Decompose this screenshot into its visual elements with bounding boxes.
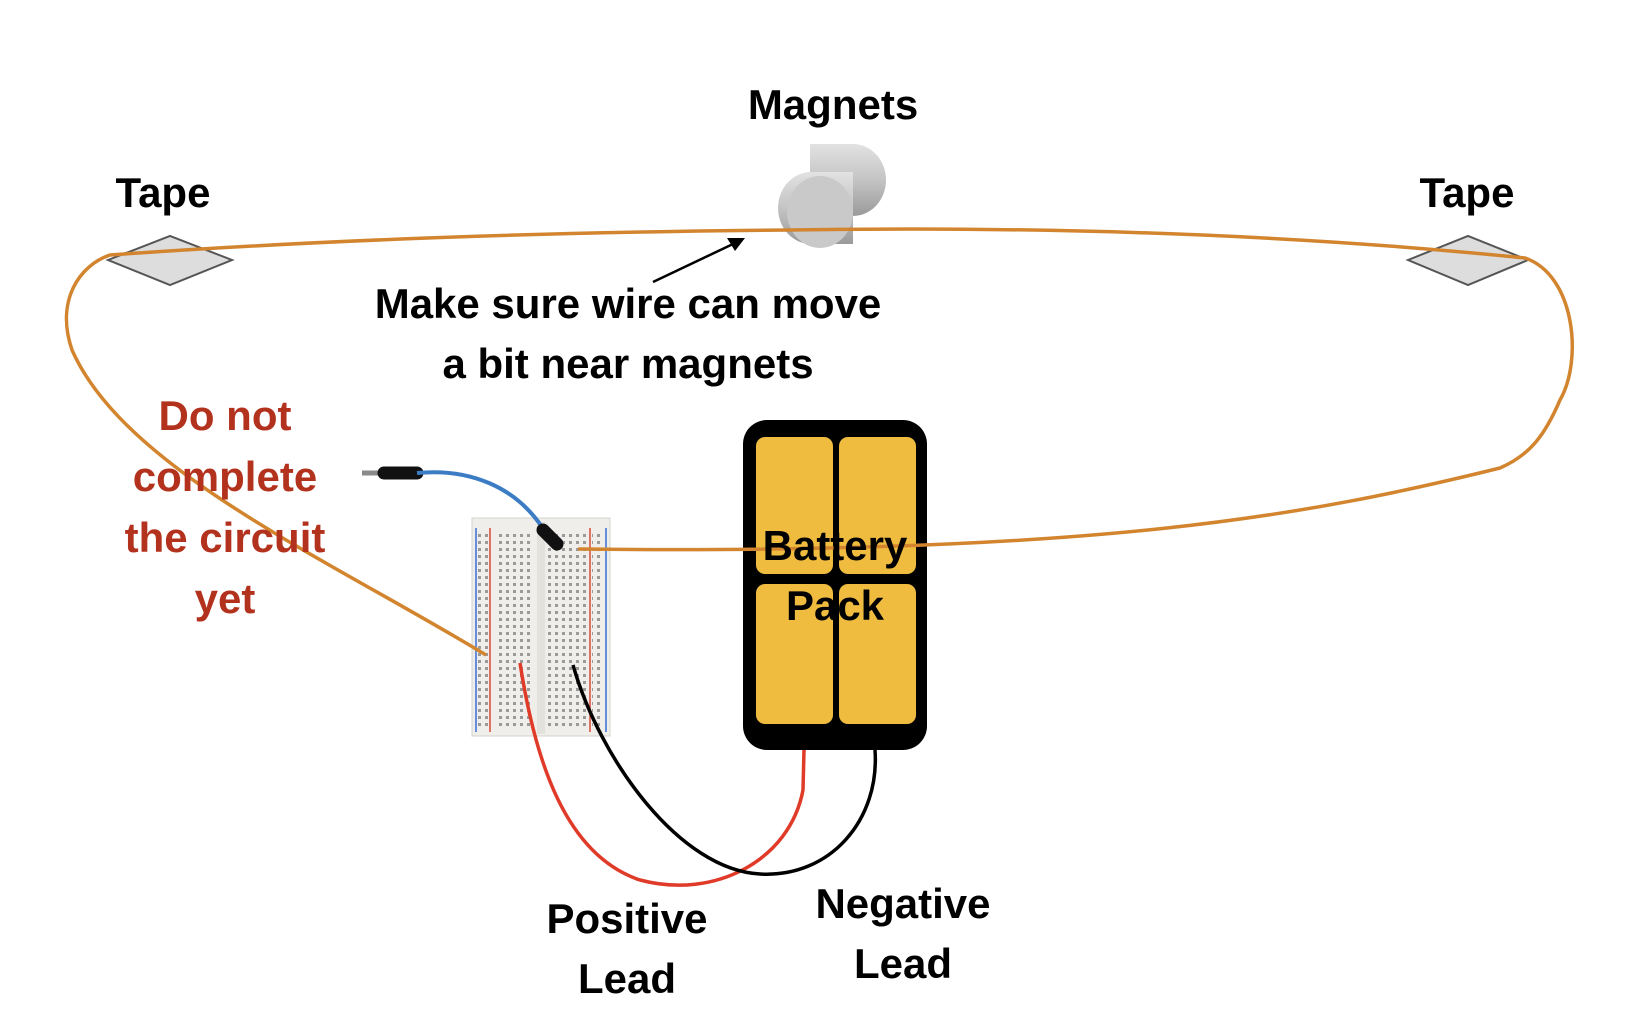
pointer-arrow xyxy=(652,238,745,284)
positive-lead-label: Positive Lead xyxy=(546,895,707,1002)
jumper-wire xyxy=(362,466,564,551)
note-line-1: Make sure wire can move xyxy=(375,280,882,327)
tape-right-label: Tape xyxy=(1420,169,1515,216)
positive-line-1: Positive xyxy=(546,895,707,942)
warning-line-1: Do not xyxy=(159,392,292,439)
tape-left-piece xyxy=(105,234,235,287)
battery-line-1: Battery xyxy=(763,522,908,569)
magnets-label: Magnets xyxy=(748,81,918,128)
positive-lead-wire xyxy=(518,662,806,887)
negative-lead-wire xyxy=(571,664,878,876)
warning-line-2: complete xyxy=(133,453,317,500)
positive-line-2: Lead xyxy=(578,955,676,1002)
negative-lead-label: Negative Lead xyxy=(815,880,990,987)
negative-line-1: Negative xyxy=(815,880,990,927)
tape-left-label: Tape xyxy=(116,169,211,216)
negative-line-2: Lead xyxy=(854,940,952,987)
battery-line-2: Pack xyxy=(786,582,885,629)
battery-cell xyxy=(756,437,833,574)
wire-movement-note: Make sure wire can move a bit near magne… xyxy=(375,280,882,387)
warning-line-4: yet xyxy=(195,575,256,622)
breadboard xyxy=(471,517,611,737)
battery-cell xyxy=(756,584,833,724)
warning-line-3: the circuit xyxy=(125,514,326,561)
battery-pack xyxy=(743,420,927,750)
magnets xyxy=(778,144,886,248)
battery-cell xyxy=(839,437,916,574)
wire-loop xyxy=(64,227,1575,657)
warning-note: Do not complete the circuit yet xyxy=(125,392,326,622)
battery-pack-label: Battery Pack xyxy=(763,522,908,629)
note-line-2: a bit near magnets xyxy=(442,340,813,387)
battery-cell xyxy=(839,584,916,724)
tape-right-piece xyxy=(1405,234,1531,287)
